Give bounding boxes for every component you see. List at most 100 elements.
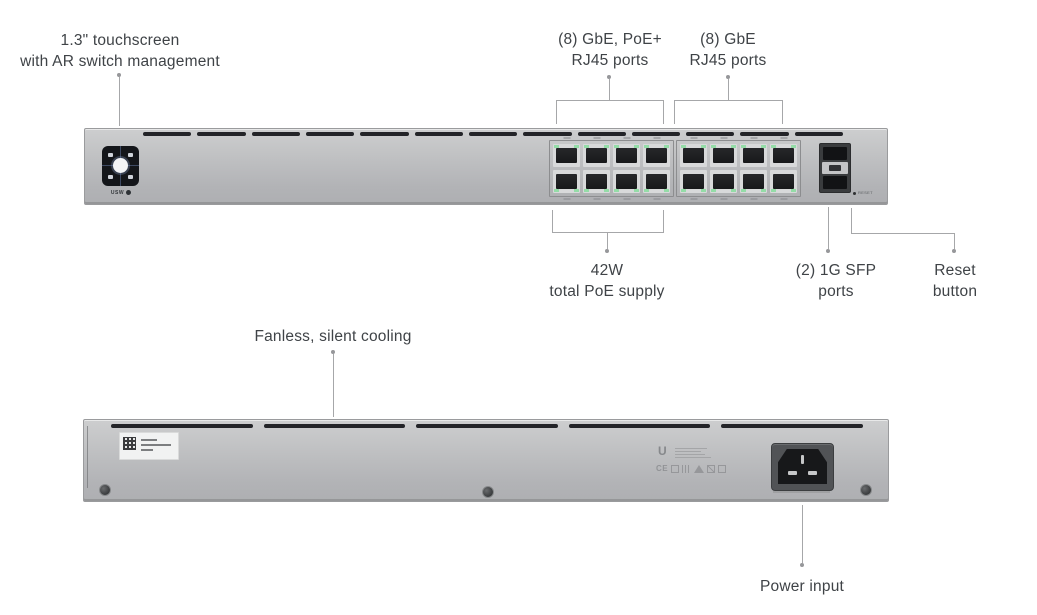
port-jack bbox=[683, 148, 704, 163]
leader-dot-fanless bbox=[331, 350, 335, 354]
touchscreen-center-button bbox=[113, 158, 128, 173]
port-jack bbox=[743, 148, 764, 163]
callout-gbe-ports: (8) GbE RJ45 ports bbox=[650, 29, 806, 71]
port-jack bbox=[713, 174, 734, 189]
rear-vent-row bbox=[111, 424, 863, 428]
port-led bbox=[574, 189, 579, 192]
vent-slot bbox=[360, 132, 409, 136]
port-number-mark bbox=[750, 137, 757, 139]
ukca-mark-icon bbox=[671, 464, 680, 473]
callout-reset-line1: Reset bbox=[934, 262, 976, 279]
leader-line-poe-leg-right bbox=[663, 100, 664, 124]
fcc-mark-icon bbox=[682, 464, 692, 473]
port-number-mark bbox=[690, 137, 697, 139]
callout-reset-line2: button bbox=[932, 283, 978, 300]
port-led bbox=[731, 189, 736, 192]
leader-line-gbe-bracket bbox=[674, 100, 783, 101]
ubiquiti-logo: U bbox=[658, 444, 667, 458]
port-led bbox=[791, 145, 796, 148]
sfp-port-1 bbox=[823, 147, 847, 160]
vent-slot bbox=[143, 132, 192, 136]
leader-line-poe-bracket bbox=[556, 100, 664, 101]
recycle-mark-icon bbox=[694, 464, 705, 473]
leader-dot-gbe bbox=[726, 75, 730, 79]
sticker-text-line bbox=[141, 439, 157, 441]
callout-touchscreen-line2: with AR switch management bbox=[20, 53, 220, 70]
port-jack bbox=[586, 148, 607, 163]
leader-line-gbe-stem bbox=[728, 79, 729, 100]
rj45-port bbox=[553, 170, 580, 200]
rj45-port bbox=[710, 170, 737, 200]
port-number-mark bbox=[593, 198, 600, 200]
rj45-port bbox=[613, 170, 640, 200]
callout-sfp-ports: (2) 1G SFP ports bbox=[756, 260, 916, 302]
usw-text: USW bbox=[110, 190, 125, 196]
reset-button bbox=[853, 192, 856, 195]
rj45-port bbox=[710, 137, 737, 167]
port-jack bbox=[743, 174, 764, 189]
callout-poe-ports-line1: (8) GbE, PoE+ bbox=[558, 31, 662, 48]
rj45-port bbox=[553, 137, 580, 167]
port-led bbox=[614, 145, 619, 148]
callout-fanless: Fanless, silent cooling bbox=[233, 326, 433, 347]
port-jack bbox=[616, 148, 637, 163]
leader-dot-touchscreen bbox=[117, 73, 121, 77]
port-number-mark bbox=[593, 137, 600, 139]
screw bbox=[482, 486, 494, 498]
callout-reset: Reset button bbox=[875, 260, 1035, 302]
port-number-mark bbox=[780, 137, 787, 139]
vent-slot bbox=[686, 132, 735, 136]
leader-dot-poesupply bbox=[605, 249, 609, 253]
serial-sticker bbox=[119, 432, 179, 460]
callout-touchscreen: 1.3" touchscreen with AR switch manageme… bbox=[0, 30, 240, 72]
power-pin-ground bbox=[801, 455, 804, 464]
rj45-port bbox=[740, 137, 767, 167]
reset-label: RESET bbox=[858, 190, 873, 195]
cert-mark-icon bbox=[718, 464, 727, 473]
port-jack bbox=[646, 148, 667, 163]
rj45-port bbox=[680, 137, 707, 167]
rj45-port bbox=[770, 170, 797, 200]
port-number-mark bbox=[720, 198, 727, 200]
vent-slot bbox=[111, 424, 253, 428]
port-jack bbox=[773, 174, 794, 189]
rj45-port bbox=[770, 137, 797, 167]
port-led bbox=[614, 189, 619, 192]
touchscreen-icon-topleft bbox=[108, 153, 113, 157]
leader-line-reset-v2 bbox=[954, 233, 955, 249]
port-led bbox=[644, 145, 649, 148]
leader-dot-sfp bbox=[826, 249, 830, 253]
port-led bbox=[701, 189, 706, 192]
leader-line-gbe-leg-right bbox=[782, 100, 783, 124]
port-number-mark bbox=[720, 137, 727, 139]
port-led bbox=[681, 145, 686, 148]
sticker-text-line bbox=[141, 449, 153, 451]
port-led bbox=[634, 189, 639, 192]
switch-front-panel: USW RESET bbox=[84, 128, 888, 205]
port-led bbox=[604, 189, 609, 192]
port-led bbox=[664, 145, 669, 148]
leader-line-sfp bbox=[828, 207, 829, 249]
callout-touchscreen-line1: 1.3" touchscreen bbox=[60, 32, 180, 49]
sfp-cage bbox=[819, 143, 851, 193]
callout-poe-supply-line1: 42W bbox=[590, 262, 624, 279]
callout-power-input: Power input bbox=[722, 576, 882, 597]
sticker-text-line bbox=[141, 444, 171, 446]
leader-line-poesupply-stem bbox=[607, 232, 608, 249]
callout-sfp-ports-line1: (2) 1G SFP bbox=[795, 262, 877, 279]
port-jack bbox=[713, 148, 734, 163]
callout-gbe-ports-line1: (8) GbE bbox=[700, 31, 756, 48]
port-led bbox=[711, 189, 716, 192]
vent-slot bbox=[263, 424, 406, 428]
leader-line-reset-h bbox=[851, 233, 955, 234]
weee-mark-icon bbox=[707, 464, 716, 473]
ce-mark: CE bbox=[656, 464, 669, 473]
usw-model-label: USW bbox=[95, 190, 147, 196]
leader-line-gbe-leg-left bbox=[674, 100, 675, 124]
power-rating-text-line bbox=[773, 491, 830, 493]
vent-slot bbox=[740, 132, 789, 136]
power-inlet bbox=[771, 443, 834, 491]
screw bbox=[99, 484, 111, 496]
port-jack bbox=[556, 148, 577, 163]
port-led bbox=[604, 145, 609, 148]
